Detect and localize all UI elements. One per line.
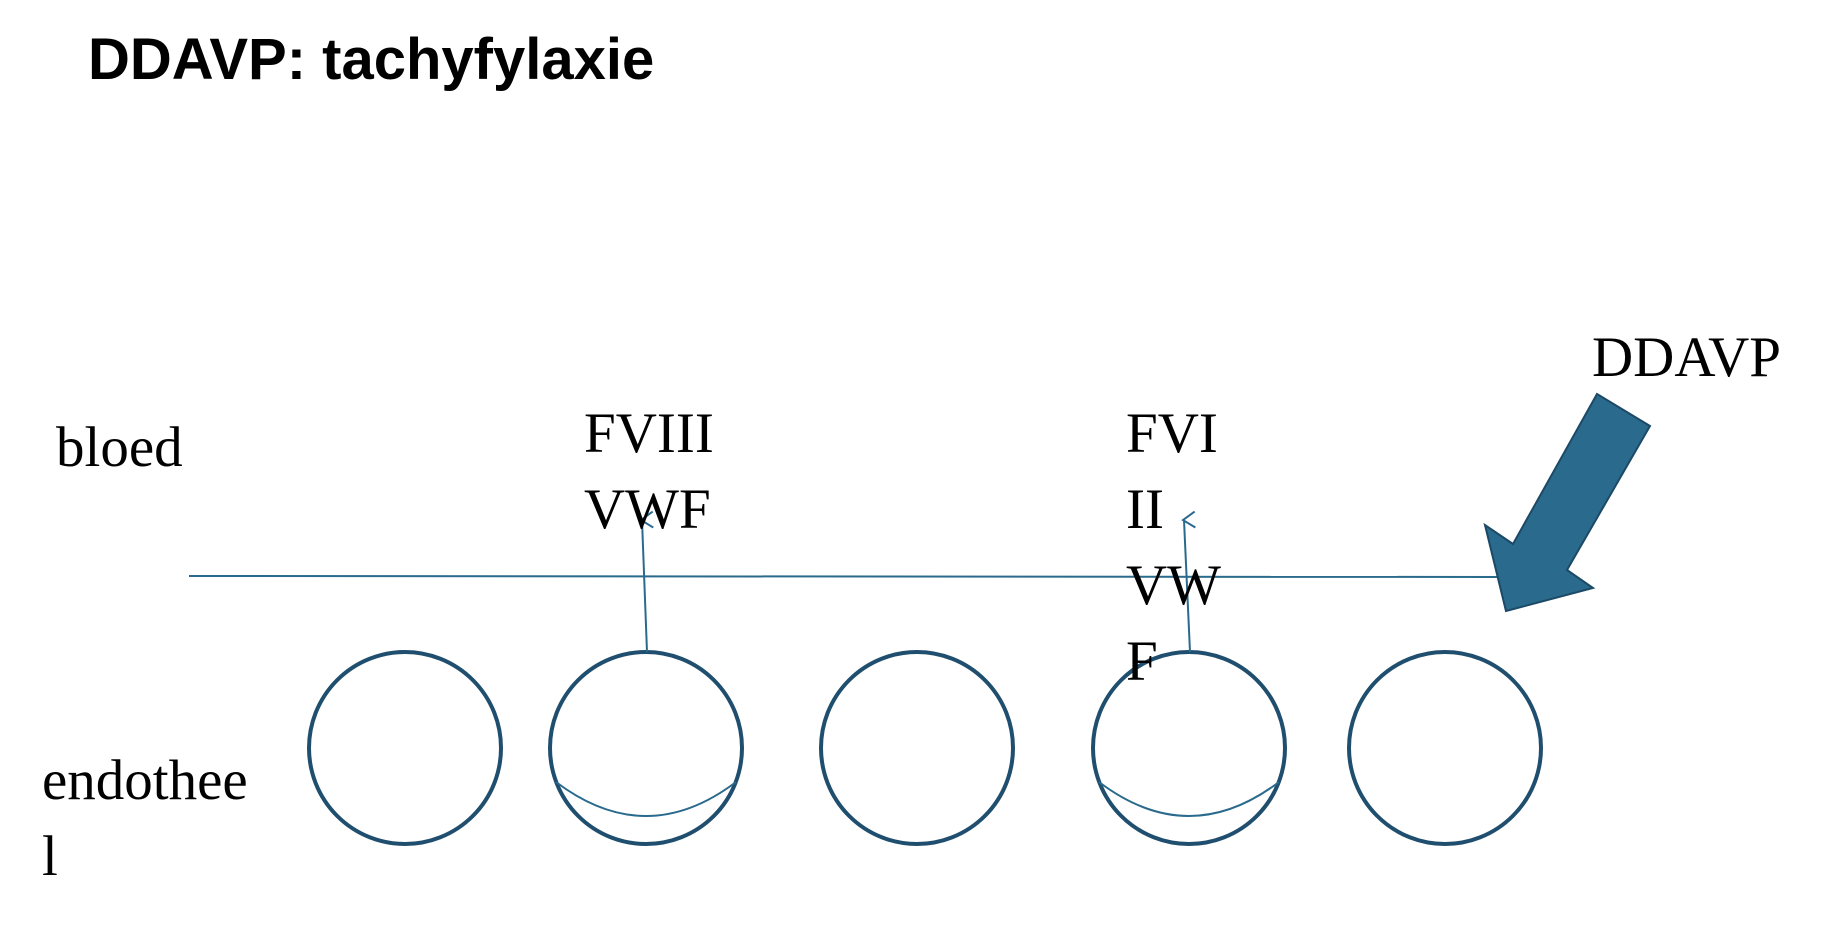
ddavp-arrow-icon	[1483, 392, 1652, 613]
slide-title: DDAVP: tachyfylaxie	[88, 27, 655, 92]
ddavp-label: DDAVP	[1592, 326, 1782, 389]
depleted-storage-arc-2	[1098, 781, 1280, 817]
endothelial-cell-1	[307, 650, 503, 846]
depleted-storage-arc-1	[555, 781, 737, 817]
endothelial-cell-3	[819, 650, 1015, 846]
vessel-wall-line	[188, 575, 1501, 578]
factor-label-cell-4: FVI II VW F	[1126, 402, 1221, 693]
endothelial-cell-5	[1347, 650, 1543, 846]
secretion-arrow-icon-2	[1181, 510, 1196, 653]
factor-label-cell-2: FVIII VWF	[584, 402, 714, 541]
secretion-arrow-icon-1	[639, 510, 654, 653]
endothelium-label: endothee l	[42, 749, 248, 888]
blood-label: bloed	[56, 416, 183, 479]
